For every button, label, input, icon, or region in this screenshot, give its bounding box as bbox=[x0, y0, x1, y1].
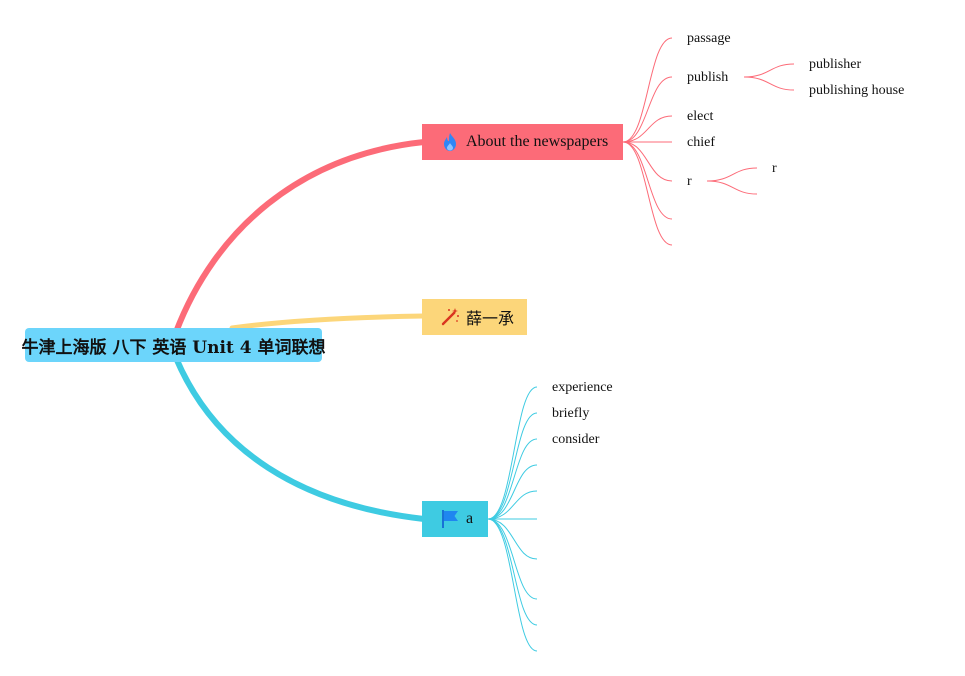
sub-leaf-topic[interactable]: publishing house bbox=[809, 83, 905, 98]
leaf-topic[interactable]: consider bbox=[552, 432, 600, 447]
magic-wand-icon bbox=[440, 307, 460, 327]
branch-topic-label: About the newspapers bbox=[466, 133, 609, 150]
branch-a-connectors bbox=[487, 386, 538, 652]
root-topic[interactable]: 牛津上海版 八下 英语 Unit 4 单词联想 bbox=[22, 328, 325, 362]
leaf-topic[interactable]: elect bbox=[687, 109, 714, 124]
sub-leaf-topic[interactable]: publisher bbox=[809, 57, 862, 72]
branch-topic-label: 薛一承 bbox=[466, 309, 515, 328]
trunk-xue-yicheng bbox=[229, 313, 427, 331]
flag-icon bbox=[440, 509, 460, 529]
branch-topic-about-newspapers[interactable]: About the newspapers bbox=[422, 124, 623, 160]
branch-topic-xue-yicheng[interactable]: 薛一承 bbox=[422, 299, 527, 335]
branch-topic-label: a bbox=[466, 510, 474, 527]
root-topic-label: 牛津上海版 八下 英语 Unit 4 单词联想 bbox=[21, 337, 326, 358]
branch-topic-a[interactable]: a bbox=[422, 501, 488, 537]
trunk-about-newspapers bbox=[173, 139, 427, 335]
leaf-topic[interactable]: r bbox=[687, 174, 692, 189]
leaf-topic[interactable]: passage bbox=[687, 31, 731, 46]
fire-icon bbox=[440, 132, 460, 152]
sub-leaf-topic[interactable]: r bbox=[772, 161, 777, 176]
leaf-topic[interactable]: chief bbox=[687, 135, 715, 150]
leaf-topic[interactable]: experience bbox=[552, 380, 613, 395]
branch-about-newspapers-connectors bbox=[622, 37, 795, 246]
leaf-topic[interactable]: publish bbox=[687, 70, 729, 85]
trunk-a bbox=[173, 355, 427, 522]
leaf-topic[interactable]: briefly bbox=[552, 406, 590, 421]
